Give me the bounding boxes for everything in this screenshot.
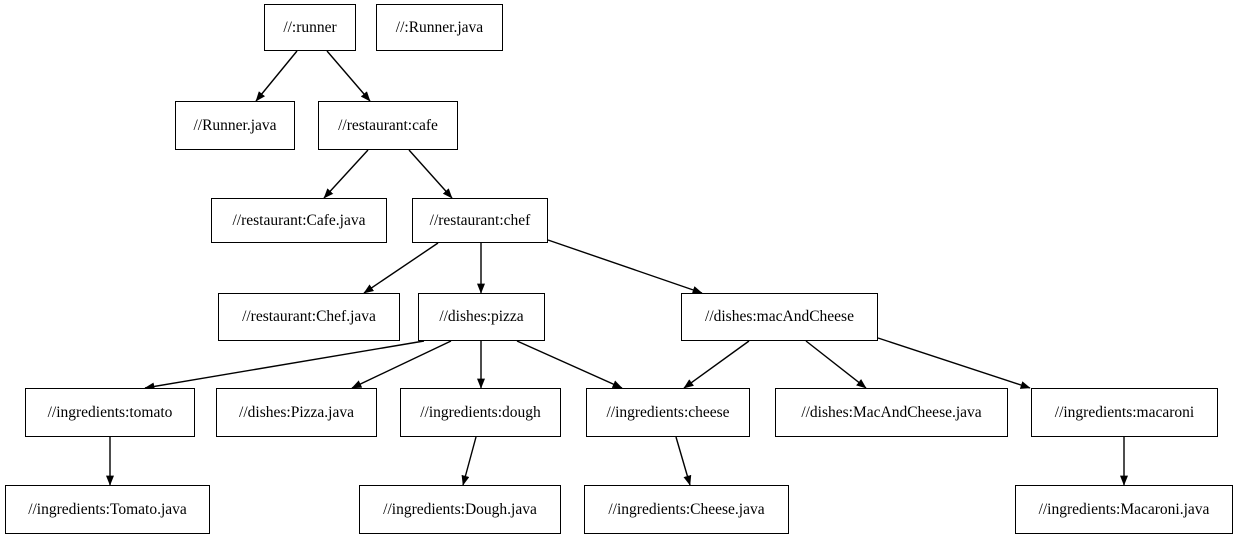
graph-node-ingredients_tomato[interactable]: //ingredients:tomato <box>25 388 195 437</box>
graph-edge-dishes_pizza-to-ingredients_cheese <box>516 340 623 389</box>
graph-node-restaurant_chef_java[interactable]: //restaurant:Chef.java <box>218 293 400 341</box>
graph-edge-dishes_pizza-to-dishes_pizza_java <box>351 340 452 389</box>
graph-node-ingredients_macaroni[interactable]: //ingredients:macaroni <box>1031 388 1218 437</box>
graph-node-label: //restaurant:Cafe.java <box>232 211 366 229</box>
graph-node-dishes_pizza_java[interactable]: //dishes:Pizza.java <box>216 388 377 437</box>
graph-node-ingredients_dough_java[interactable]: //ingredients:Dough.java <box>359 485 561 534</box>
graph-node-label: //ingredients:Cheese.java <box>608 500 765 518</box>
graph-node-label: //dishes:MacAndCheese.java <box>801 403 982 421</box>
graph-node-label: //:Runner.java <box>395 18 484 36</box>
graph-edge-runner_target-to-restaurant_cafe <box>326 50 371 102</box>
graph-edge-dishes_mac_and_cheese-to-ingredients_cheese <box>683 340 750 389</box>
graph-node-label: //Runner.java <box>193 116 277 134</box>
graph-edge-dishes_pizza-to-ingredients_tomato <box>144 340 425 391</box>
graph-node-label: //ingredients:Macaroni.java <box>1038 500 1210 518</box>
graph-node-restaurant_chef[interactable]: //restaurant:chef <box>412 198 548 243</box>
graph-node-label: //ingredients:cheese <box>606 403 730 421</box>
graph-node-runner_java[interactable]: //Runner.java <box>175 101 295 150</box>
graph-edge-restaurant_cafe-to-restaurant_cafe_java <box>323 149 369 199</box>
graph-node-dishes_pizza[interactable]: //dishes:pizza <box>418 293 545 341</box>
graph-node-ingredients_macaroni_java[interactable]: //ingredients:Macaroni.java <box>1015 485 1233 534</box>
graph-edge-restaurant_cafe-to-restaurant_chef <box>408 149 453 199</box>
graph-node-ingredients_cheese[interactable]: //ingredients:cheese <box>586 388 750 437</box>
graph-node-ingredients_dough[interactable]: //ingredients:dough <box>400 388 561 437</box>
graph-node-restaurant_cafe_java[interactable]: //restaurant:Cafe.java <box>211 198 387 243</box>
graph-node-ingredients_tomato_java[interactable]: //ingredients:Tomato.java <box>5 485 210 534</box>
graph-node-restaurant_cafe[interactable]: //restaurant:cafe <box>318 101 458 150</box>
graph-node-label: //dishes:Pizza.java <box>239 403 354 421</box>
graph-node-label: //dishes:macAndCheese <box>705 308 854 326</box>
graph-node-runner_java_root[interactable]: //:Runner.java <box>376 4 503 51</box>
graph-node-runner_target[interactable]: //:runner <box>264 4 356 51</box>
graph-node-label: //restaurant:Chef.java <box>242 308 376 326</box>
graph-node-label: //ingredients:tomato <box>47 403 173 421</box>
graph-edge-ingredients_cheese-to-ingredients_cheese_java <box>675 436 692 486</box>
graph-node-dishes_mac_java[interactable]: //dishes:MacAndCheese.java <box>775 388 1008 437</box>
graph-node-label: //ingredients:dough <box>420 403 541 421</box>
graph-node-label: //restaurant:chef <box>429 211 531 229</box>
graph-node-ingredients_cheese_java[interactable]: //ingredients:Cheese.java <box>584 485 789 534</box>
graph-edge-restaurant_chef-to-dishes_mac_and_cheese <box>547 239 703 294</box>
graph-edge-runner_target-to-runner_java <box>255 50 298 102</box>
graph-node-label: //restaurant:cafe <box>338 116 438 134</box>
graph-node-label: //dishes:pizza <box>439 308 524 326</box>
graph-edge-dishes_mac_and_cheese-to-dishes_mac_java <box>805 340 867 389</box>
graph-node-label: //ingredients:macaroni <box>1054 403 1195 421</box>
graph-node-dishes_mac_and_cheese[interactable]: //dishes:macAndCheese <box>681 293 878 341</box>
graph-node-label: //:runner <box>283 18 337 36</box>
graph-edge-ingredients_dough-to-ingredients_dough_java <box>461 436 477 486</box>
graph-node-label: //ingredients:Dough.java <box>383 500 537 518</box>
graph-edge-restaurant_chef-to-restaurant_chef_java <box>363 242 439 294</box>
graph-node-label: //ingredients:Tomato.java <box>28 500 187 518</box>
graph-edge-dishes_mac_and_cheese-to-ingredients_macaroni <box>877 337 1031 389</box>
